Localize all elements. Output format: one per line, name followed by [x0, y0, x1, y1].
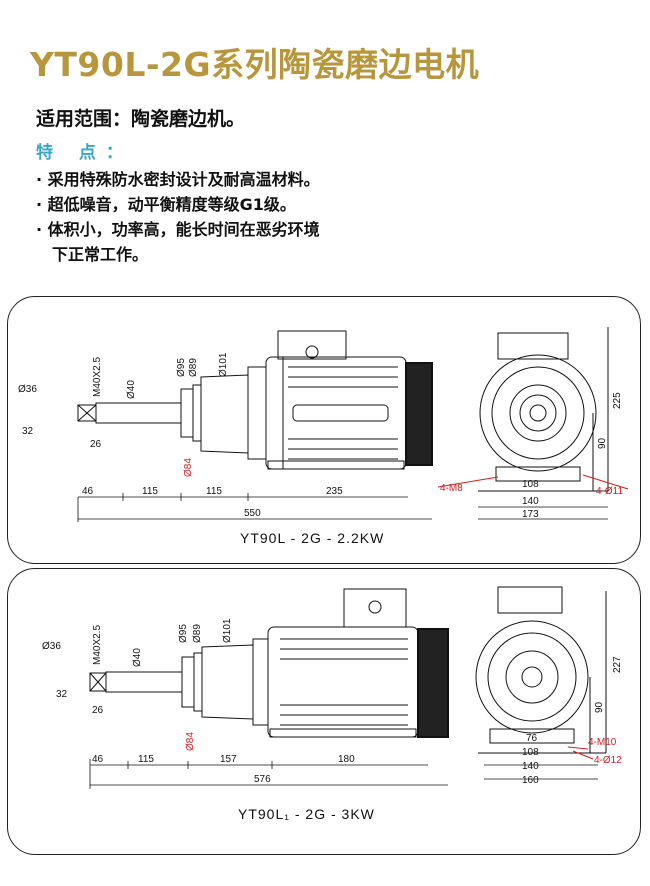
dim-label: 26: [92, 705, 104, 716]
dim-label: 576: [254, 774, 271, 785]
dim-label: Ø95: [176, 358, 187, 377]
dim-label: Ø89: [188, 358, 199, 377]
dim-label: 90: [594, 701, 605, 713]
dim-label: Ø40: [126, 380, 137, 399]
feature-item: 下正常工作。: [52, 245, 149, 264]
dim-label: Ø95: [178, 624, 189, 643]
dim-label: 26: [90, 439, 102, 450]
feature-item: · 超低噪音，动平衡精度等级G1级。: [36, 195, 296, 214]
drawing-caption: YT90L - 2G - 2.2KW: [240, 530, 384, 546]
dim-label: Ø84: [183, 458, 194, 477]
motor-drawing-3kw: Ø36 32 26 M40X2.5 Ø40 Ø95 Ø89 Ø101 Ø84 4…: [42, 586, 623, 822]
dim-label: Ø84: [185, 732, 196, 751]
dim-label: 46: [82, 486, 94, 497]
dim-label: Ø101: [222, 618, 233, 643]
drawing-panel-3kw: Ø36 32 26 M40X2.5 Ø40 Ø95 Ø89 Ø101 Ø84 4…: [7, 568, 641, 855]
dim-label: 4-Ø12: [594, 755, 622, 766]
dim-label: 32: [56, 689, 68, 700]
dim-label: 46: [92, 754, 104, 765]
dim-label: 235: [326, 486, 343, 497]
dim-label: 76: [526, 733, 538, 744]
dim-label: 227: [612, 656, 623, 673]
dim-label: Ø101: [218, 352, 229, 377]
dim-label: Ø36: [42, 641, 61, 652]
dim-label: 180: [338, 754, 355, 765]
page-title: YT90L-2G系列陶瓷磨边电机: [30, 45, 480, 84]
dim-label: 108: [522, 747, 539, 758]
dim-label: M40X2.5: [92, 357, 103, 397]
dim-label: 157: [220, 754, 237, 765]
dim-label: 550: [244, 508, 261, 519]
features-heading: 特 点：: [36, 143, 133, 163]
dim-label: M40X2.5: [92, 625, 103, 665]
dim-label: 90: [597, 437, 608, 449]
feature-item: · 体积小，功率高，能长时间在恶劣环境: [36, 220, 320, 239]
dim-label: 4-M10: [588, 737, 617, 748]
application-scope: 适用范围：陶瓷磨边机。: [36, 108, 246, 130]
dim-label: Ø40: [132, 648, 143, 667]
dim-label: 115: [142, 486, 158, 497]
dim-label: 115: [206, 486, 222, 497]
dim-label: Ø36: [18, 384, 37, 395]
dim-label: 173: [522, 509, 539, 520]
dim-label: 115: [138, 754, 154, 765]
drawing-panel-2-2kw: Ø36 32 26 M40X2.5 Ø40 Ø95 Ø89 Ø101 Ø84 4…: [7, 296, 641, 564]
motor-drawing-2-2kw: Ø36 32 26 M40X2.5 Ø40 Ø95 Ø89 Ø101 Ø84 4…: [18, 327, 629, 546]
dim-label: 4-M8: [440, 483, 463, 494]
dim-label: 160: [522, 775, 539, 786]
drawing-caption: YT90L₁ - 2G - 3KW: [238, 806, 375, 822]
dim-label: Ø89: [192, 624, 203, 643]
dim-label: 140: [522, 496, 539, 507]
dim-label: 225: [612, 392, 623, 409]
dim-label: 140: [522, 761, 539, 772]
dim-label: 108: [522, 479, 539, 490]
dim-label: 32: [22, 426, 34, 437]
dim-label: 4-Ø11: [596, 486, 623, 497]
feature-item: · 采用特殊防水密封设计及耐高温材料。: [36, 170, 320, 189]
